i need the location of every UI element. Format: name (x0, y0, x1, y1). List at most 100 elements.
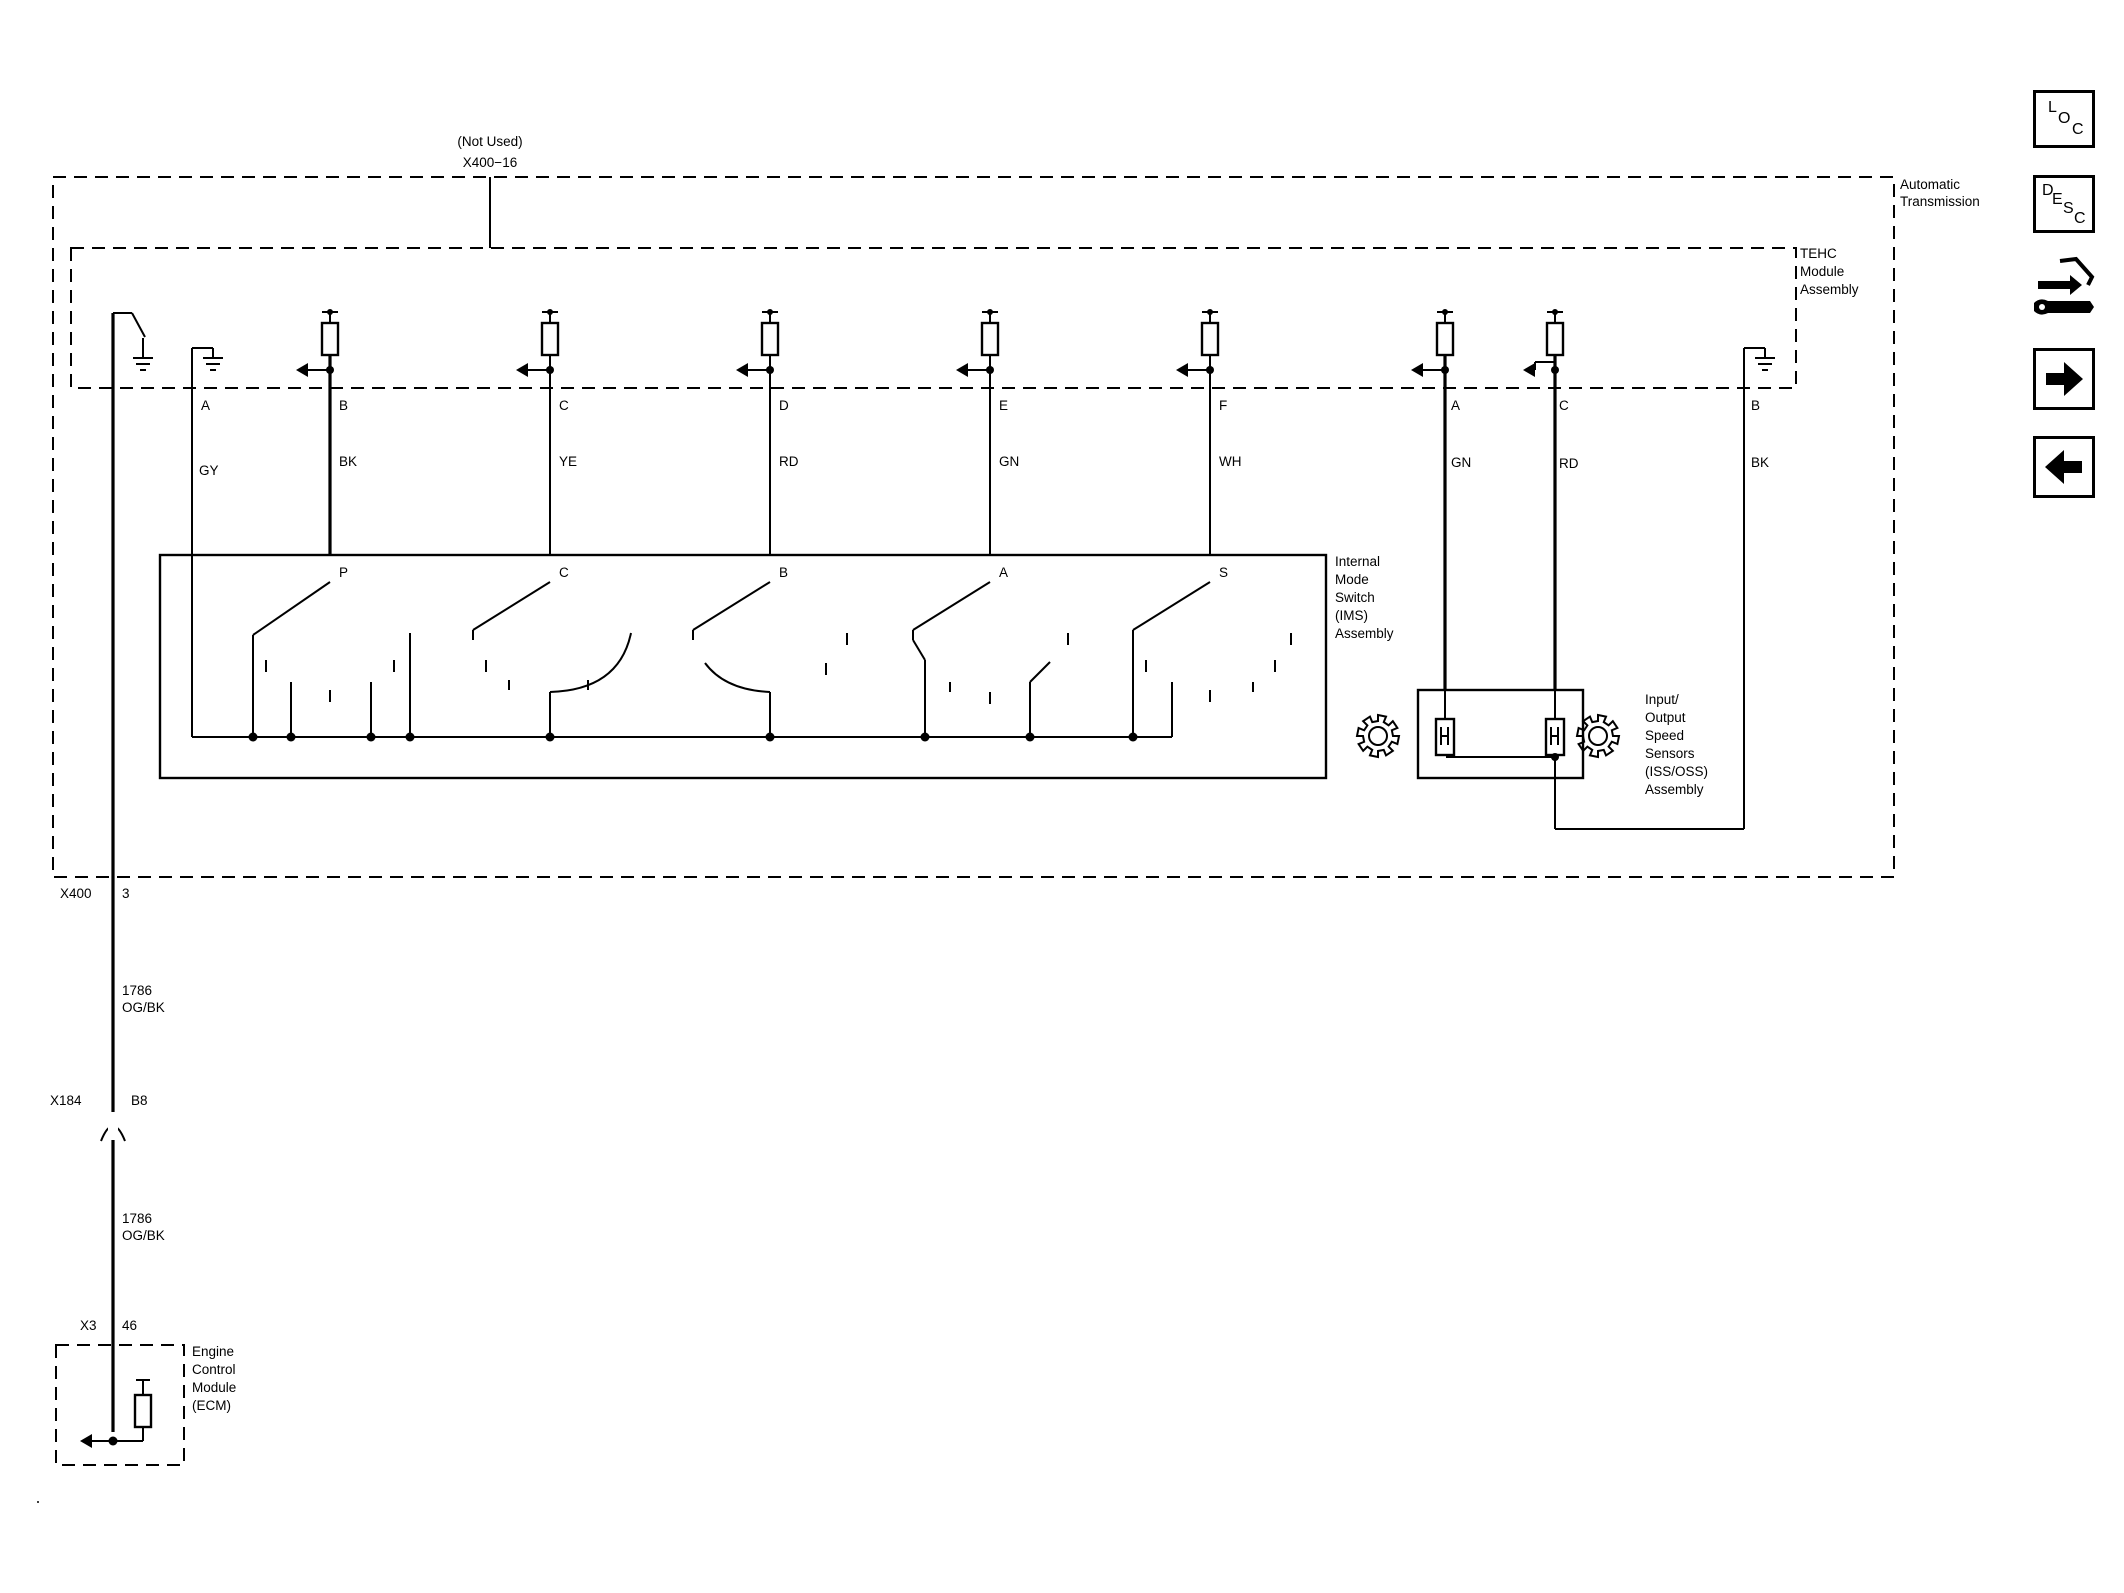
pin-label: A (201, 398, 210, 413)
pullup-resistor (956, 309, 1000, 555)
ims-label: Internal (1335, 554, 1380, 569)
pin-label: B (1751, 398, 1760, 413)
x3-pin-label: 46 (122, 1318, 137, 1333)
gear-icon (1355, 713, 1401, 759)
wire-circuit-label: 1786 (122, 1211, 152, 1226)
pullup-resistor (1411, 309, 1455, 690)
ims-position-label: C (559, 565, 569, 580)
desc-icon: D E S C (2042, 182, 2086, 227)
ims-switch-c (472, 581, 632, 742)
pullup-resistor (296, 309, 340, 555)
ecm-pullup-resistor (80, 1379, 153, 1448)
pin-label: B (339, 398, 348, 413)
x3-connector-label: X3 (80, 1318, 97, 1333)
speed-sensors-box (1416, 688, 1585, 780)
pin-label: C (559, 398, 569, 413)
connector-icon (2034, 256, 2095, 315)
ims-box (158, 553, 1328, 780)
speed-sensors-label: Input/ (1645, 692, 1679, 707)
wire-color-label: BK (1751, 455, 1769, 470)
ground-switch-left (111, 312, 153, 1432)
wire-color-label: OG/BK (122, 1000, 165, 1015)
pullup-resistor (516, 309, 560, 555)
wire-color-label: GN (1451, 455, 1471, 470)
input-speed-sensor (1434, 690, 1456, 757)
svg-text:C: C (2074, 210, 2086, 227)
wire-color-label: RD (1559, 456, 1579, 471)
speed-sensors-label: Output (1645, 710, 1686, 725)
arrow-right-icon (2046, 362, 2083, 396)
ims-position-label: A (999, 565, 1008, 580)
ims-position-label: S (1219, 565, 1228, 580)
loc-icon: L O C (2048, 99, 2084, 138)
tehc-module-label: Module (1800, 264, 1844, 279)
loc-button[interactable]: L O C (2033, 90, 2095, 148)
svg-text:C: C (2072, 121, 2084, 138)
x184-pin-label: B8 (131, 1093, 148, 1108)
x400-connector-label: X400 (60, 886, 92, 901)
tehc-module-label: Assembly (1800, 282, 1859, 297)
pullup-resistor (1523, 309, 1565, 690)
next-page-button[interactable] (2033, 348, 2095, 410)
not-used-label: (Not Used) (457, 134, 522, 149)
automatic-transmission-box (52, 176, 1895, 878)
ecm-box (55, 1344, 185, 1466)
wire-color-label: BK (339, 454, 357, 469)
prev-page-button[interactable] (2033, 436, 2095, 498)
svg-text:D: D (2042, 182, 2054, 199)
gear-icon-group (1355, 713, 1621, 759)
desc-button[interactable]: D E S C (2033, 175, 2095, 233)
tehc-module-box (70, 247, 1797, 389)
ims-label: Mode (1335, 572, 1369, 587)
wire-color-label: YE (559, 454, 577, 469)
automatic-transmission-label: Transmission (1900, 194, 1980, 209)
ims-switch-p (248, 581, 415, 742)
svg-text:L: L (2048, 99, 2057, 116)
speed-sensors-label: (ISS/OSS) (1645, 764, 1708, 779)
wire-circuit-label: 1786 (122, 983, 152, 998)
connector-button[interactable] (2030, 255, 2100, 327)
wire-color-label: RD (779, 454, 799, 469)
pin-label: A (1451, 398, 1460, 413)
x184-connector-label: X184 (50, 1093, 82, 1108)
speed-sensors-label: Sensors (1645, 746, 1695, 761)
arrow-left-icon (2045, 450, 2082, 484)
svg-text:S: S (2063, 200, 2074, 217)
ecm-label: Engine (192, 1344, 234, 1359)
ground-symbol-pin-a (191, 347, 223, 737)
x400-pin-label: 3 (122, 886, 130, 901)
ims-position-label: B (779, 565, 788, 580)
ims-label: (IMS) (1335, 608, 1368, 623)
ims-label: Switch (1335, 590, 1375, 605)
pin-label: D (779, 398, 789, 413)
gear-icon (1575, 713, 1621, 759)
output-speed-sensor (1544, 690, 1566, 757)
wire-color-label: GN (999, 454, 1019, 469)
not-used-connector-label: X400−16 (463, 155, 517, 170)
pullup-resistor (1176, 309, 1220, 555)
ims-position-label: P (339, 565, 348, 580)
automatic-transmission-label: Automatic (1900, 177, 1960, 192)
wire-color-label: GY (199, 463, 219, 478)
pin-label: F (1219, 398, 1227, 413)
tehc-module-label: TEHC (1800, 246, 1837, 261)
pullup-resistor-group (296, 309, 1565, 690)
ims-switch-s (1128, 581, 1292, 742)
speed-sensors-label: Speed (1645, 728, 1684, 743)
ecm-label: Module (192, 1380, 236, 1395)
speed-sensors-label: Assembly (1645, 782, 1704, 797)
ground-symbol-pin-b-right (1555, 347, 1775, 830)
pullup-resistor (736, 309, 780, 555)
ecm-label: (ECM) (192, 1398, 231, 1413)
ecm-label: Control (192, 1362, 236, 1377)
svg-text:O: O (2058, 110, 2070, 127)
ims-switch-a (912, 581, 1069, 742)
wire-color-label: OG/BK (122, 1228, 165, 1243)
pin-label: E (999, 398, 1008, 413)
ims-switch-b (692, 581, 848, 742)
ims-label: Assembly (1335, 626, 1394, 641)
svg-text:E: E (2052, 191, 2063, 208)
pin-label: C (1559, 398, 1569, 413)
wire-color-label: WH (1219, 454, 1242, 469)
